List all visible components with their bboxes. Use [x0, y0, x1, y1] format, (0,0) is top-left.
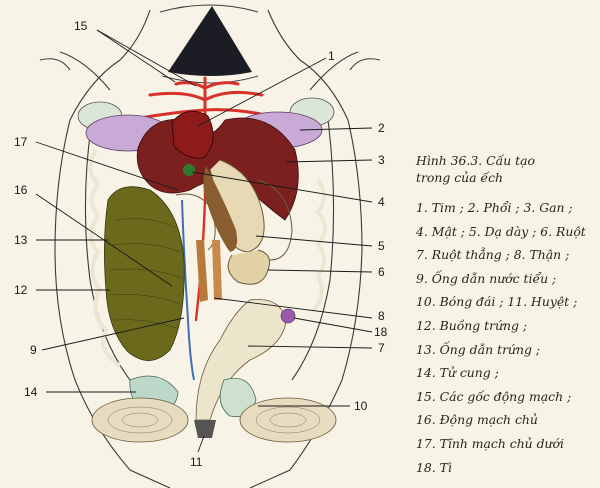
oviduct	[88, 148, 122, 368]
legend-item: 10. Bóng đái ; 11. Huyệt ;	[416, 294, 578, 310]
label-3: 3	[378, 153, 385, 167]
label-2: 2	[378, 121, 385, 135]
thigh-texture	[107, 406, 321, 434]
mesentery-strip	[203, 166, 238, 252]
caption-line-2: trong của ếch	[416, 170, 504, 185]
label-17: 17	[14, 135, 28, 149]
legend-panel: Hình 36.3. Cấu tạo trong của ếch 1. Tim …	[416, 152, 598, 479]
egg-texture	[109, 218, 183, 329]
caption-line-1: Hình 36.3. Cấu tạo	[416, 153, 535, 168]
legend-item: 7. Ruột thẳng ; 8. Thận ;	[416, 247, 570, 263]
legend-item: 4. Mật ; 5. Dạ dày ; 6. Ruột	[416, 223, 586, 239]
label-15: 15	[74, 19, 88, 33]
legend-item: 1. Tim ; 2. Phổi ; 3. Gan ;	[416, 200, 573, 215]
intestine	[175, 159, 293, 285]
legend-item: 12. Buồng trứng ;	[416, 317, 528, 333]
ovary	[104, 186, 185, 361]
legend-item: 16. Động mạch chủ	[416, 412, 538, 428]
spleen	[280, 308, 296, 324]
label-14: 14	[24, 385, 38, 399]
kidney-right	[212, 240, 222, 300]
label-12: 12	[14, 283, 28, 297]
label-8: 8	[378, 309, 385, 323]
label-11: 11	[190, 455, 203, 469]
leader-lines	[35, 29, 373, 453]
label-13: 13	[14, 233, 28, 247]
cloaca	[194, 420, 216, 438]
label-10: 10	[354, 399, 368, 413]
label-5: 5	[378, 239, 385, 253]
label-6: 6	[378, 265, 385, 279]
number-labels: 15 1 2 3 17 16 4 13 5 6 12 8 18 9 7 14 1…	[14, 19, 388, 469]
label-4: 4	[378, 195, 385, 209]
mouth-edge	[161, 75, 259, 84]
legend-item: 17. Tĩnh mạch chủ dưới	[416, 435, 564, 451]
legend-item: 9. Ống dẫn nước tiểu ;	[416, 270, 557, 286]
legend-item: 18. Tì	[416, 459, 452, 475]
posterior-vena-cava	[181, 199, 195, 381]
label-16: 16	[14, 183, 28, 197]
kidney-left	[196, 240, 208, 302]
legend-item: 14. Tử cung ;	[416, 365, 499, 381]
label-18: 18	[374, 325, 388, 339]
legend-item: 15. Các gốc động mạch ;	[416, 388, 572, 404]
legend-item: 13. Ống dẫn trứng ;	[416, 341, 541, 357]
label-7: 7	[378, 341, 385, 355]
left-thigh	[91, 397, 189, 443]
body-outline	[39, 4, 381, 488]
mouth-flap	[168, 6, 252, 76]
right-thigh	[239, 397, 337, 443]
gall-bladder	[183, 164, 195, 176]
label-1: 1	[328, 49, 335, 63]
oviduct-right	[310, 178, 327, 314]
label-9: 9	[30, 343, 37, 357]
